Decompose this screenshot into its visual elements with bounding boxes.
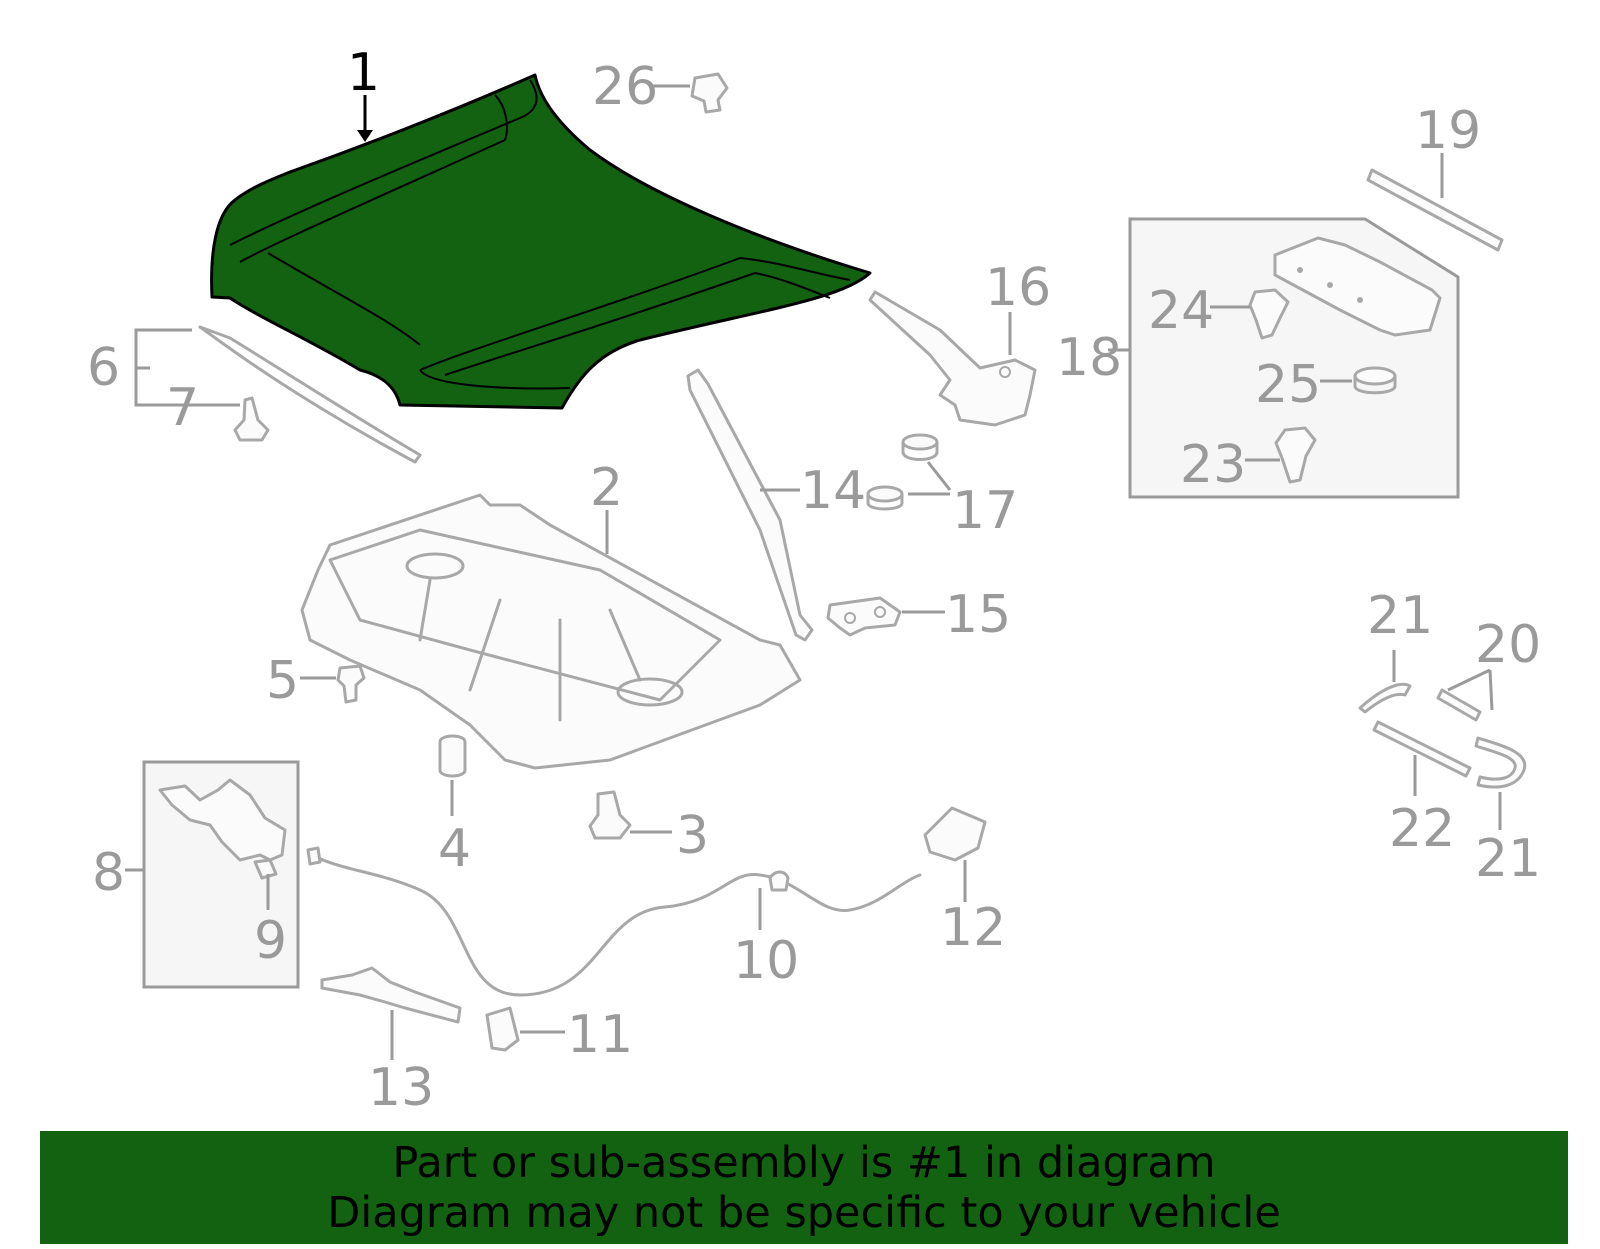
callout-17[interactable]: 17 <box>952 481 1018 541</box>
callout-14[interactable]: 14 <box>800 461 866 521</box>
callout-20-leader-a <box>1447 668 1491 692</box>
seal-kit-parts-20-21-22[interactable] <box>1358 682 1527 789</box>
callout-24[interactable]: 24 <box>1148 281 1214 341</box>
bracket-part-15[interactable] <box>826 596 902 637</box>
callout-11[interactable]: 11 <box>567 1005 633 1065</box>
handle-part-12[interactable] <box>923 806 987 862</box>
bracket-part-13[interactable] <box>320 966 462 1024</box>
latch-box-part-8[interactable] <box>142 760 300 989</box>
callout-15[interactable]: 15 <box>945 585 1011 645</box>
callout-6-bracket-upper <box>134 328 192 370</box>
callout-17-leader-b <box>926 461 952 491</box>
callout-21a[interactable]: 21 <box>1367 586 1433 646</box>
hood-part-1[interactable] <box>210 73 872 410</box>
callout-10[interactable]: 10 <box>733 931 799 991</box>
kit-box-part-18[interactable] <box>1128 217 1460 499</box>
callout-25[interactable]: 25 <box>1255 355 1321 415</box>
callout-23[interactable]: 23 <box>1180 435 1246 495</box>
clip-part-3[interactable] <box>588 790 632 840</box>
callout-1-arrowhead <box>357 130 373 142</box>
bumper-part-5[interactable] <box>336 664 366 704</box>
callout-26[interactable]: 26 <box>592 57 658 117</box>
callout-22[interactable]: 22 <box>1389 799 1455 859</box>
callout-2[interactable]: 2 <box>590 458 623 518</box>
stopper-part-4[interactable] <box>438 734 467 778</box>
callout-20-leader-b <box>1488 669 1494 711</box>
callout-12[interactable]: 12 <box>940 898 1006 958</box>
seal-part-6[interactable] <box>198 325 422 464</box>
callout-19[interactable]: 19 <box>1415 101 1481 161</box>
callout-21b[interactable]: 21 <box>1475 829 1541 889</box>
callout-5[interactable]: 5 <box>266 651 299 711</box>
callout-1[interactable]: 1 <box>347 43 380 103</box>
callout-16[interactable]: 16 <box>985 258 1051 318</box>
banner-line-1: Part or sub-assembly is #1 in diagram <box>392 1137 1216 1188</box>
callout-4[interactable]: 4 <box>438 819 471 879</box>
callout-18[interactable]: 18 <box>1056 328 1122 388</box>
banner-line-2: Diagram may not be specific to your vehi… <box>327 1187 1281 1238</box>
strut-part-14[interactable] <box>686 368 814 642</box>
grommet-part-17[interactable] <box>866 433 939 511</box>
callout-8[interactable]: 8 <box>92 843 125 903</box>
clip-part-11[interactable] <box>485 1006 520 1052</box>
callout-9[interactable]: 9 <box>254 911 287 971</box>
info-banner: Part or sub-assembly is #1 in diagram Di… <box>40 1131 1568 1244</box>
insulator-part-2[interactable] <box>300 493 802 770</box>
callout-3[interactable]: 3 <box>676 806 709 866</box>
callout-20[interactable]: 20 <box>1475 615 1541 675</box>
callout-13[interactable]: 13 <box>368 1058 434 1118</box>
seal-part-19[interactable] <box>1366 168 1504 252</box>
clip-part-26[interactable] <box>690 72 729 114</box>
clip-part-7[interactable] <box>233 396 270 442</box>
cable-part-10[interactable] <box>306 846 922 997</box>
callout-6[interactable]: 6 <box>87 338 120 398</box>
callout-6-bracket-lower <box>134 368 205 407</box>
callout-7[interactable]: 7 <box>166 378 199 438</box>
hinge-part-16[interactable] <box>868 290 1037 427</box>
